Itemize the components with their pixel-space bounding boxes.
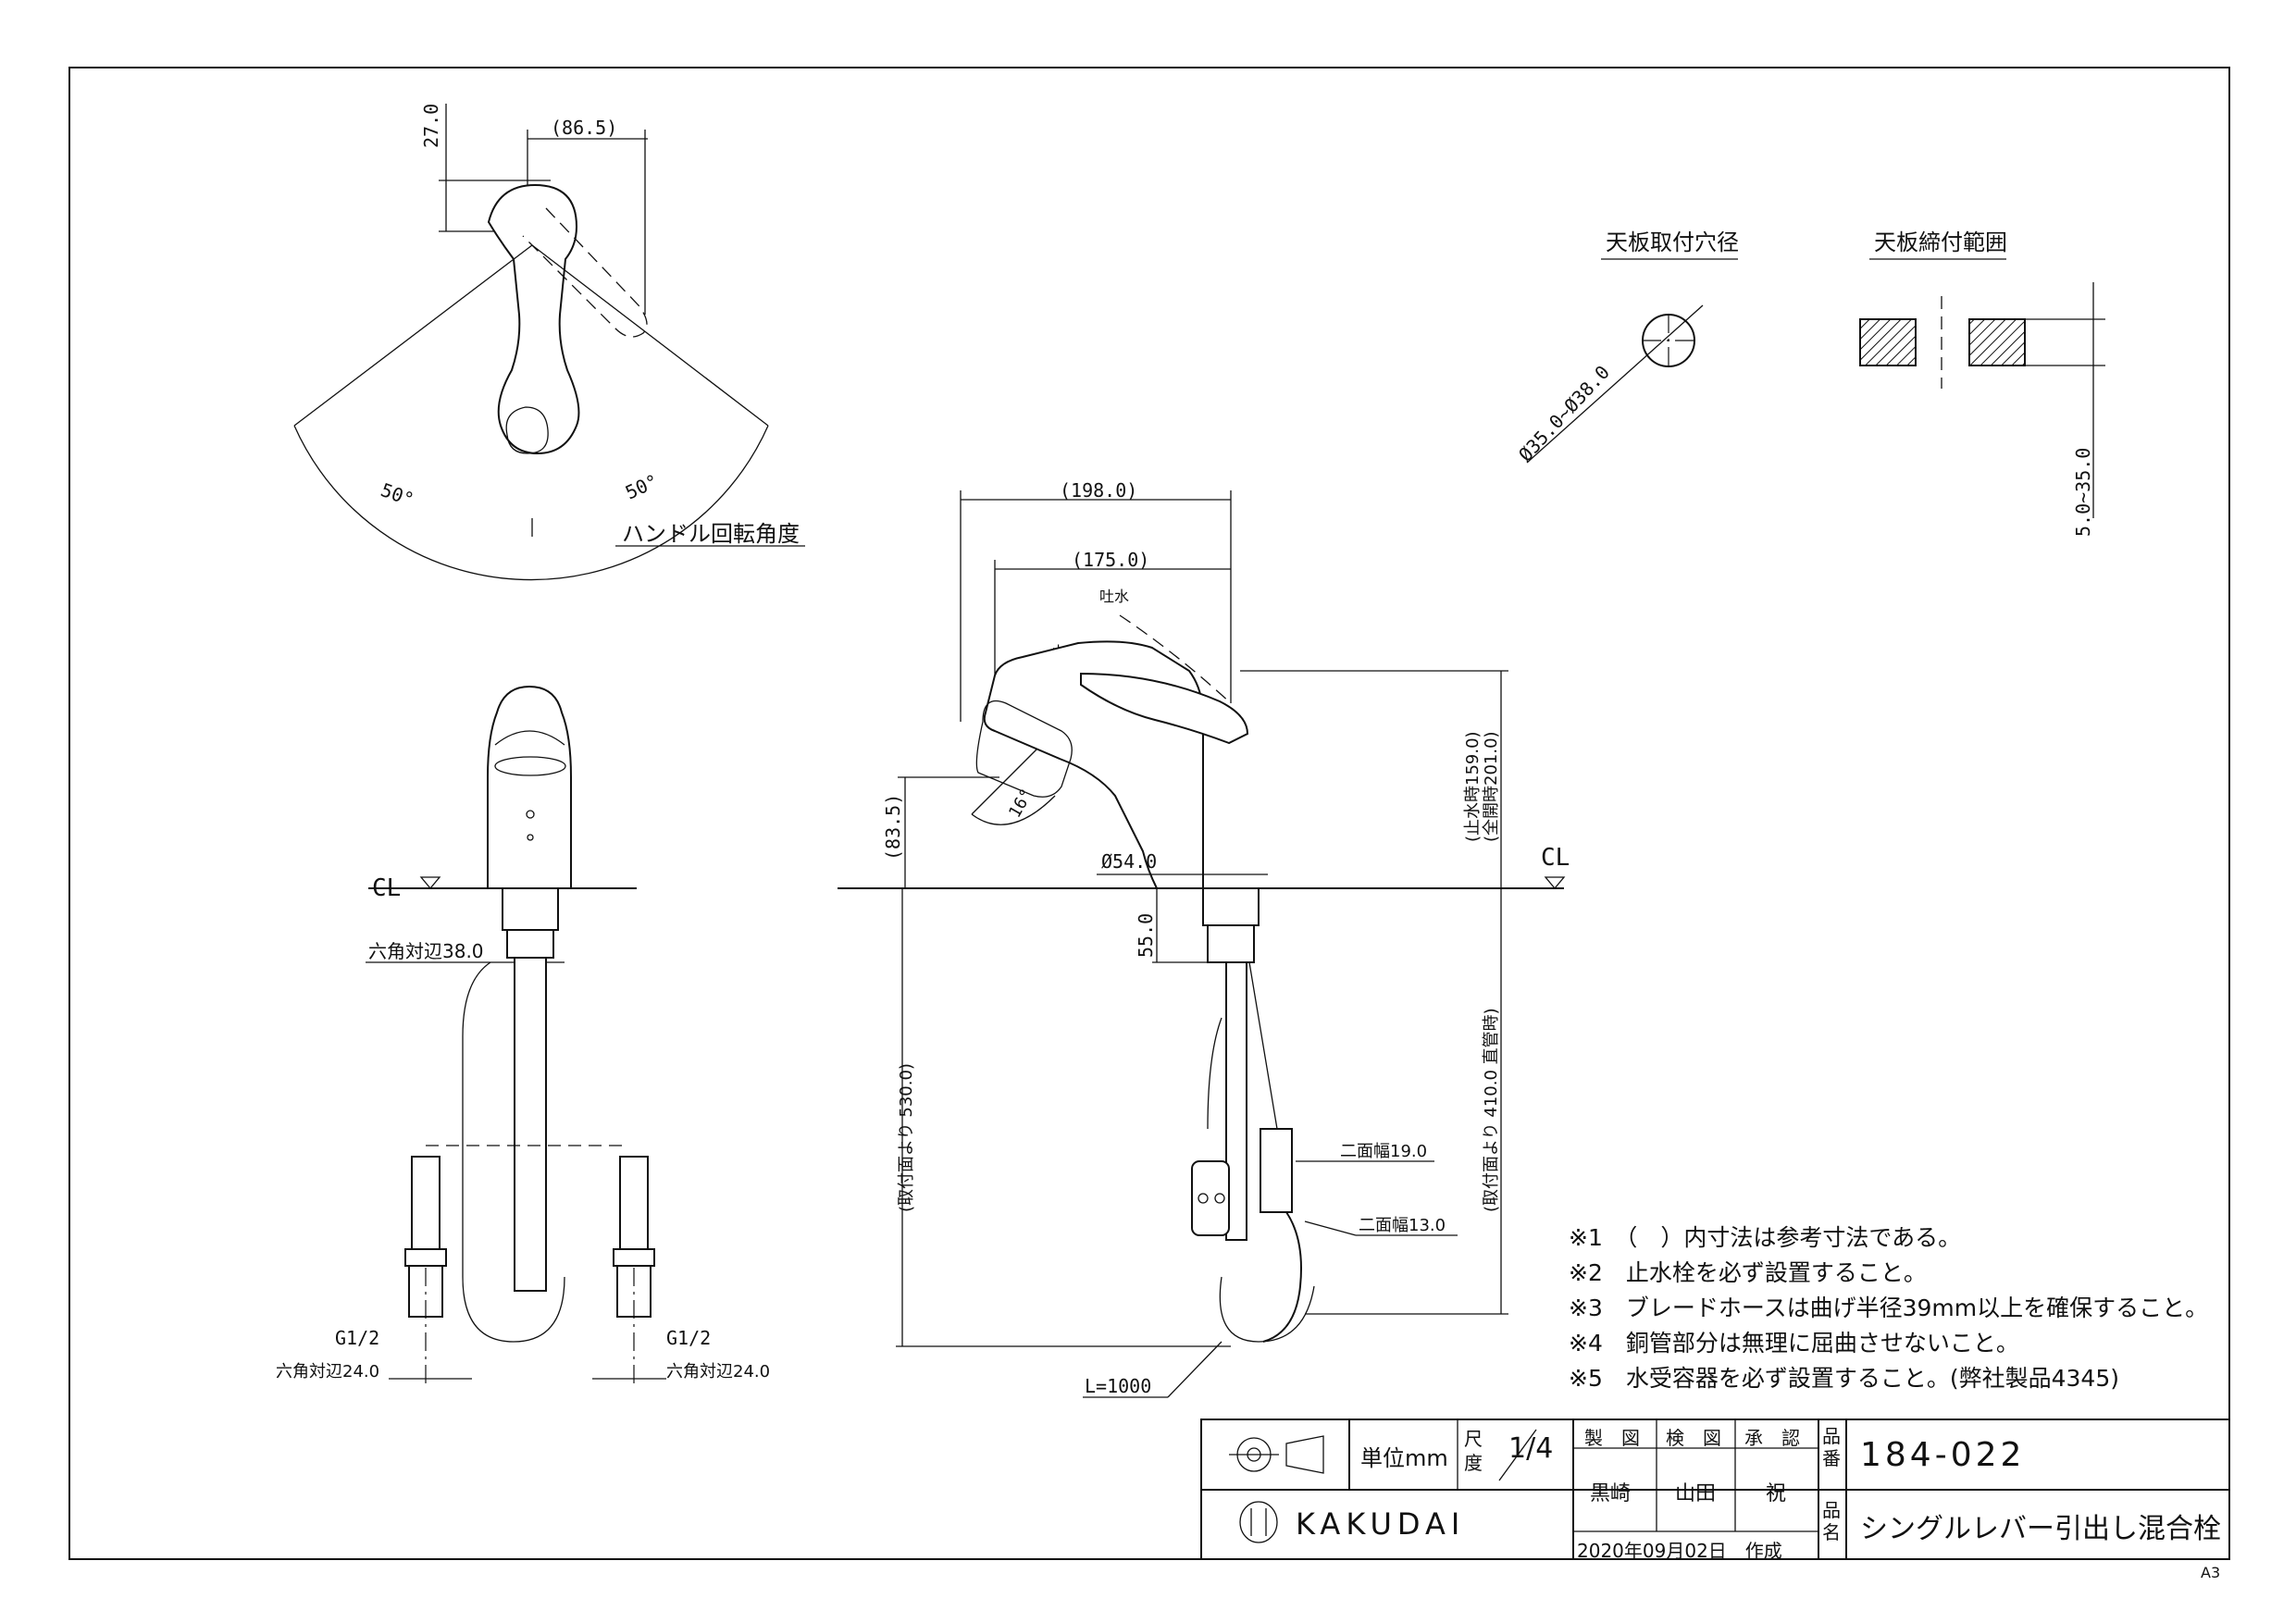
- title-block-frame: [1200, 1419, 2230, 1560]
- drawing-border: [68, 67, 2230, 1560]
- flat-19: 二面幅19.0: [1340, 1142, 1427, 1161]
- product-name: シングルレバー引出し混合栓: [1860, 1513, 2221, 1545]
- dim-410: (取付面より 410.0 直管時): [1482, 1008, 1501, 1212]
- dim-159: (止水時159.0): [1463, 731, 1483, 842]
- dim-55: 55.0: [1135, 913, 1157, 958]
- front-hex-right: 六角対辺24.0: [666, 1362, 770, 1381]
- angle-left: 50°: [378, 478, 416, 511]
- dim-27: 27.0: [420, 104, 442, 148]
- checker-name: 山田: [1675, 1482, 1717, 1505]
- dim-86-5: (86.5): [551, 117, 617, 139]
- note-2: ※2 止水栓を必ず設置すること。: [1569, 1259, 1927, 1286]
- note-4: ※4 銅管部分は無理に屈曲させないこと。: [1569, 1330, 2019, 1357]
- front-hex-top: 六角対辺38.0: [368, 940, 484, 962]
- scale-label: 尺度: [1464, 1428, 1483, 1474]
- front-g-left: G1/2: [335, 1327, 379, 1349]
- scale-value: 1/4: [1508, 1432, 1554, 1465]
- front-hex-left: 六角対辺24.0: [276, 1362, 379, 1381]
- mounting-details: 天板取付穴径 Ø35.0~Ø38.0 天板締付範囲 5.0~35.0: [1514, 229, 2105, 537]
- note-1: ※1 （ ）内寸法は参考寸法である。: [1569, 1224, 1962, 1251]
- dim-530: (取付面より 530.0): [897, 1063, 916, 1212]
- product-number: 184-022: [1860, 1436, 2026, 1474]
- shonin-label: 承 認: [1744, 1427, 1800, 1449]
- note-3: ※3 ブレードホースは曲げ半径39mm以上を確保すること。: [1569, 1295, 2209, 1321]
- drafter-name: 黒崎: [1590, 1482, 1632, 1505]
- side-view: CL (198.0) (175.0) 吐水 止水 16° (83.5) Ø54.…: [838, 479, 1570, 1398]
- front-cl: CL: [372, 874, 401, 902]
- dim-198: (198.0): [1060, 479, 1137, 502]
- approver-name: 祝: [1766, 1482, 1787, 1505]
- dim-175: (175.0): [1072, 549, 1149, 571]
- angle-right: 50°: [622, 470, 662, 504]
- range-title: 天板締付範囲: [1874, 229, 2007, 255]
- flat-13: 二面幅13.0: [1359, 1216, 1446, 1235]
- spout-label: 吐水: [1099, 588, 1129, 605]
- hinmei-label: 品名: [1822, 1499, 1841, 1543]
- range-dim: 5.0~35.0: [2072, 448, 2094, 537]
- kenzu-label: 検 図: [1666, 1427, 1721, 1449]
- hinban-label: 品番: [1822, 1425, 1841, 1469]
- brand-logo: KAKUDAI: [1296, 1506, 1466, 1542]
- sheet-size: A3: [2201, 1564, 2221, 1581]
- dim-201: (全開時201.0): [1482, 731, 1501, 842]
- front-view: CL 六角対辺38.0 G1/2 六角対辺24.0 G1/2 六角対辺24.0: [276, 685, 770, 1388]
- created-date: 2020年09月02日 作成: [1577, 1540, 1782, 1562]
- hose-length: L=1000: [1085, 1375, 1151, 1397]
- front-g-right: G1/2: [666, 1327, 711, 1349]
- side-cl: CL: [1541, 844, 1570, 872]
- angle-16: 16°: [1005, 786, 1036, 822]
- dim-54: Ø54.0: [1101, 850, 1157, 873]
- unit-label: 単位mm: [1360, 1445, 1448, 1471]
- note-5: ※5 水受容器を必ず設置すること。(弊社製品4345): [1569, 1365, 2119, 1392]
- rotation-caption: ハンドル回転角度: [622, 521, 800, 547]
- top-view: 27.0 (86.5) 50° 50° ハンドル回転角度: [293, 104, 805, 581]
- hole-dim: Ø35.0~Ø38.0: [1514, 361, 1614, 465]
- hole-title: 天板取付穴径: [1606, 229, 1739, 255]
- dim-83-5: (83.5): [882, 794, 904, 861]
- seizu-label: 製 図: [1584, 1427, 1640, 1449]
